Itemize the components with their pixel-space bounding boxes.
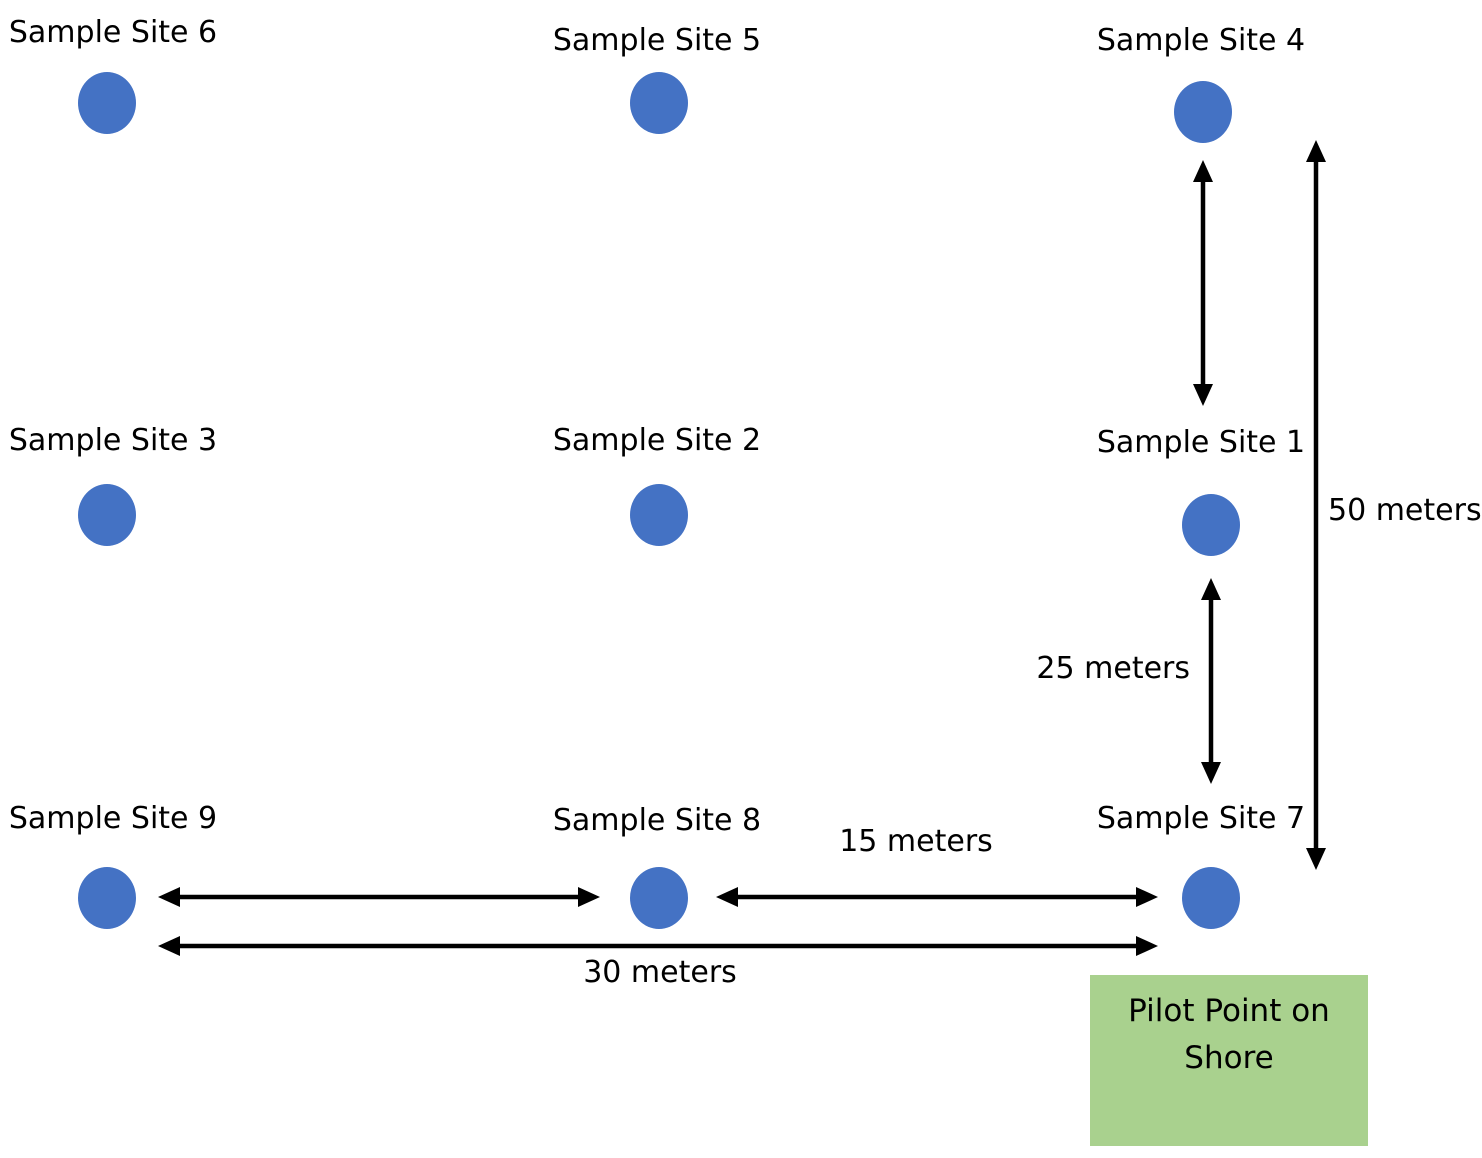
- site-6-marker: [78, 72, 136, 134]
- site-3-marker: [78, 484, 136, 546]
- site-9-label: Sample Site 9: [9, 801, 217, 836]
- site-4-marker: [1174, 81, 1232, 143]
- dimension-15-meters: 15 meters: [839, 824, 993, 859]
- pilot-point-label-line1: Pilot Point on: [1128, 993, 1330, 1029]
- site-8-marker: [630, 867, 688, 929]
- dimension-30-meters: 30 meters: [583, 955, 737, 990]
- arrow-site9-site8: [158, 887, 600, 907]
- arrow-site8-site7: [716, 887, 1158, 907]
- site-4-label: Sample Site 4: [1097, 23, 1305, 58]
- site-7-marker: [1182, 867, 1240, 929]
- site-1-label: Sample Site 1: [1097, 425, 1305, 460]
- arrow-site4-site1: [1193, 160, 1213, 406]
- site-8-label: Sample Site 8: [553, 803, 761, 838]
- pilot-point-label-line2: Shore: [1184, 1040, 1273, 1076]
- site-2-label: Sample Site 2: [553, 423, 761, 458]
- site-1-marker: [1182, 494, 1240, 556]
- arrow-site9-site7: [158, 936, 1158, 956]
- site-5-label: Sample Site 5: [553, 23, 761, 58]
- site-7-label: Sample Site 7: [1097, 801, 1305, 836]
- site-6-label: Sample Site 6: [9, 15, 217, 50]
- site-3-label: Sample Site 3: [9, 423, 217, 458]
- site-5-marker: [630, 72, 688, 134]
- dimension-25-meters: 25 meters: [1036, 651, 1190, 686]
- pilot-point-box: [1090, 975, 1368, 1146]
- arrow-site4-site7: [1306, 140, 1326, 870]
- arrow-site1-site7: [1201, 578, 1221, 784]
- site-2-marker: [630, 484, 688, 546]
- dimension-50-meters: 50 meters: [1328, 493, 1482, 528]
- site-9-marker: [78, 867, 136, 929]
